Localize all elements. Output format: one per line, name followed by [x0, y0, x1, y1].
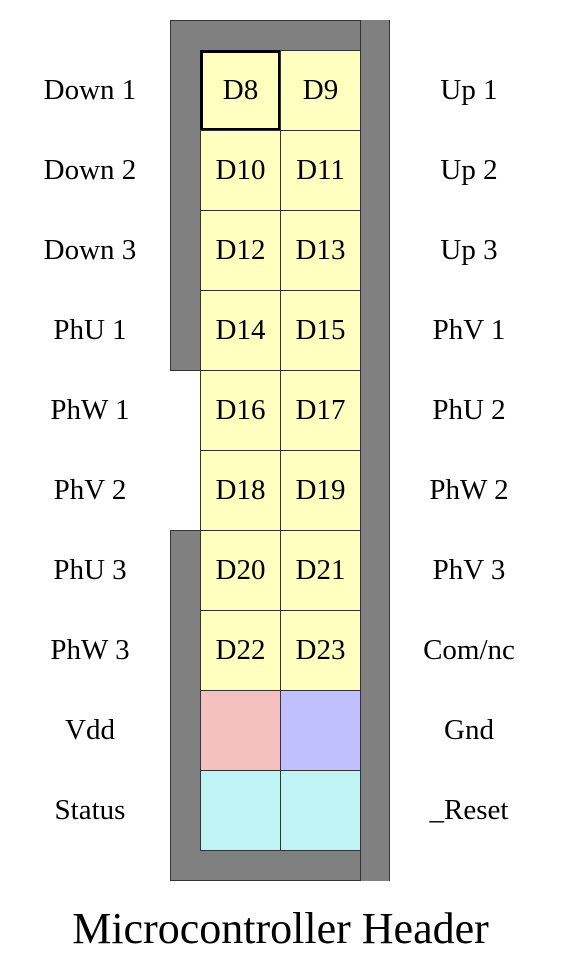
right-pin-label: Gnd [444, 713, 494, 746]
pin: D16 [200, 370, 281, 451]
housing-joint [361, 360, 389, 541]
right-pin-label: PhV 1 [432, 313, 506, 346]
left-pin-label: Down 1 [43, 73, 137, 106]
pin [280, 770, 361, 851]
pin: D21 [280, 530, 361, 611]
right-pin-label: _Reset [429, 793, 509, 826]
left-pin-label: Down 2 [43, 153, 137, 186]
pin: D19 [280, 450, 361, 531]
diagram-title: Microcontroller Header [72, 903, 489, 953]
left-pin-label: PhW 1 [50, 393, 130, 426]
right-pin-label: PhW 2 [429, 473, 509, 506]
right-pin-label: PhU 2 [432, 393, 506, 426]
pin: D17 [280, 370, 361, 451]
pin [200, 690, 281, 771]
pin-1-marker: D8 [200, 50, 281, 131]
pin: D22 [200, 610, 281, 691]
left-pin-label: PhW 3 [50, 633, 130, 666]
pin: D20 [200, 530, 281, 611]
right-pin-label: Up 2 [440, 153, 498, 186]
right-pin-label: Com/nc [423, 633, 515, 666]
pin: D18 [200, 450, 281, 531]
pin: D23 [280, 610, 361, 691]
right-pin-label: Up 3 [440, 233, 498, 266]
pin: D12 [200, 210, 281, 291]
right-pin-label: PhV 3 [432, 553, 506, 586]
left-pin-label: PhU 3 [53, 553, 127, 586]
pin: D14 [200, 290, 281, 371]
pin: D13 [280, 210, 361, 291]
left-pin-label: PhV 2 [53, 473, 127, 506]
right-pin-label: Up 1 [440, 73, 498, 106]
left-pin-label: Status [54, 793, 126, 826]
left-pin-label: Down 3 [43, 233, 137, 266]
pin: D15 [280, 290, 361, 371]
left-pin-label: PhU 1 [53, 313, 127, 346]
pin: D11 [280, 130, 361, 211]
pin [280, 690, 361, 771]
left-pin-label: Vdd [65, 713, 115, 746]
pin: D10 [200, 130, 281, 211]
pin: D9 [280, 50, 361, 131]
pin [200, 770, 281, 851]
